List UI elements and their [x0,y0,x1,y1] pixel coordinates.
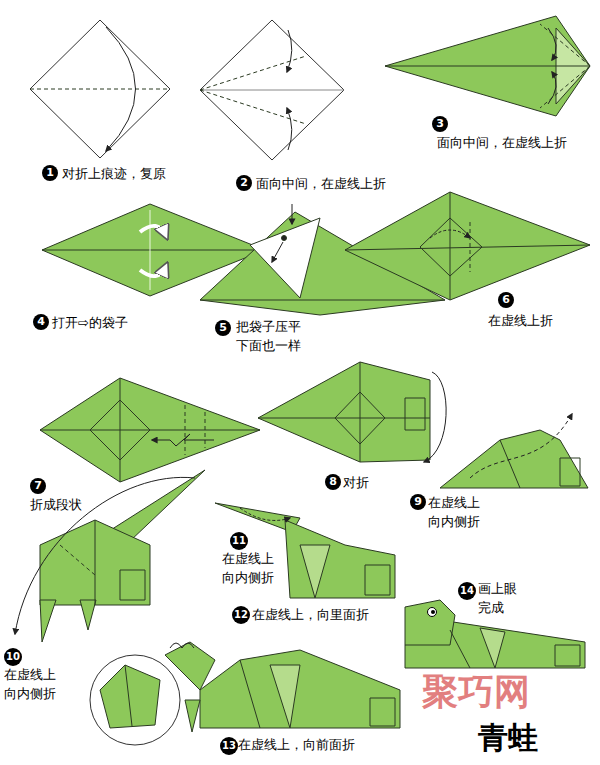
step-number: 4 [33,314,49,330]
step-number: 11 [230,532,248,550]
step-caption: 面向中间，在虚线上折 [437,134,567,153]
step-caption: 画上眼 完成 [478,580,521,618]
step-number: 1 [42,165,58,181]
step-caption: 在虚线上，向前面折 [238,736,355,755]
step-caption: 在虚线上折 [488,312,553,331]
step3-figure [385,16,590,116]
step-caption: 对折上痕迹，复原 [62,165,166,184]
step-number: 7 [30,478,46,494]
title: 青蛙 [478,718,538,759]
step-caption: 打开⇨的袋子 [52,314,128,333]
step13-figure [90,642,400,745]
step-caption: 对折 [343,474,369,493]
step-caption: 把袋子压平 下面也一样 [236,318,305,356]
step-caption: 在虚线上 向内侧折 [222,550,278,588]
step-number: 12 [232,606,250,624]
step1-figure [30,20,170,158]
step8-figure [258,362,446,462]
step-number: 3 [432,116,448,132]
step10-figure [15,470,205,642]
step9-figure [440,414,588,488]
step-caption: 面向中间，在虚线上折 [256,175,386,194]
step-number: 6 [498,292,514,308]
step-number: 8 [325,474,341,490]
step-number: 13 [220,737,238,755]
step-number: 9 [410,494,426,510]
step-number: 2 [236,175,252,191]
watermark: 聚巧网 [422,668,530,717]
step-caption: 在虚线上 向内侧折 [4,666,60,704]
step11-figure [215,503,395,598]
step-number: 5 [215,320,231,336]
step-caption: 折成段状 [30,496,82,515]
step-caption: 在虚线上 向内侧折 [428,494,484,532]
step-caption: 在虚线上，向里面折 [252,606,369,625]
step6-figure [345,192,590,300]
step-number: 10 [4,648,22,666]
step7-figure [40,378,260,482]
step-number: 14 [458,582,476,600]
step2-figure [200,20,344,160]
